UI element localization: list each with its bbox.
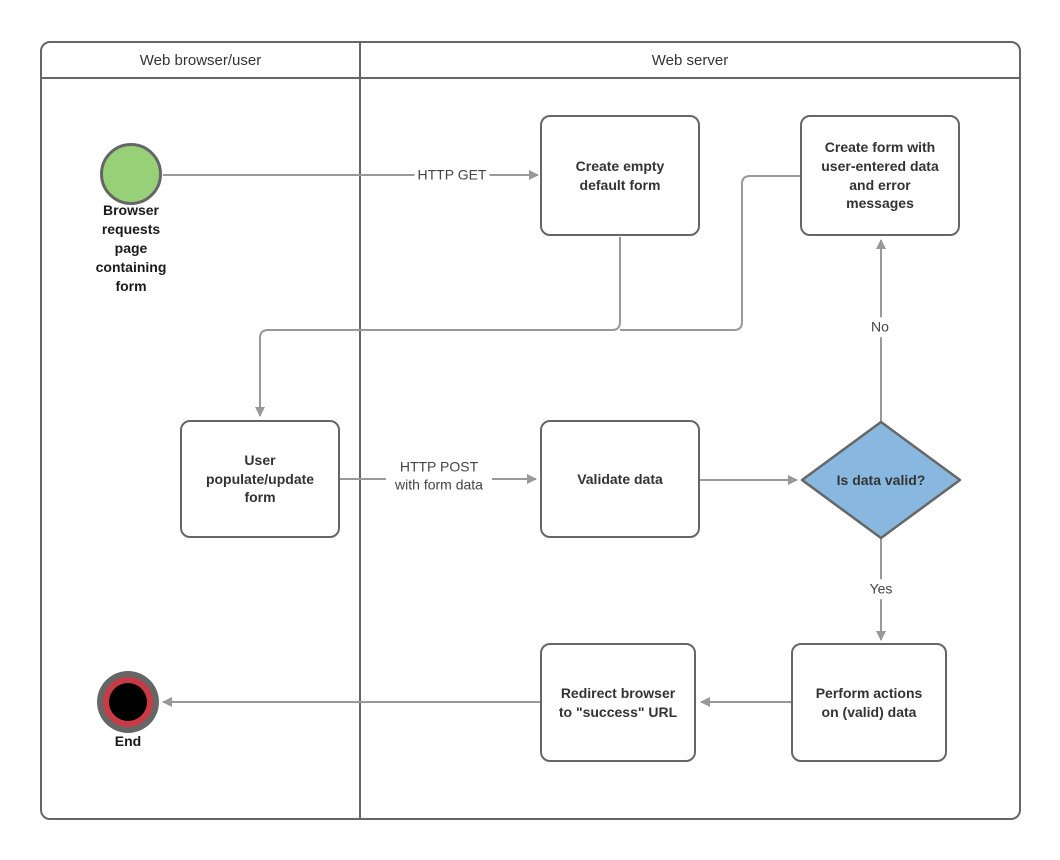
decision-diamond-shape[interactable] <box>800 420 962 540</box>
process-perform-actions[interactable]: Perform actions on (valid) data <box>791 643 947 762</box>
process-create-form-with-errors[interactable]: Create form with user-entered data and e… <box>800 115 960 236</box>
process-user-populate-form[interactable]: User populate/update form <box>180 420 340 538</box>
edge-label-http-get[interactable]: HTTP GET <box>414 165 490 185</box>
edge-label-yes[interactable]: Yes <box>866 579 896 599</box>
process-label: Create empty default form <box>575 157 665 193</box>
process-label: Redirect browser to "success" URL <box>558 684 678 720</box>
process-label: Perform actions on (valid) data <box>815 684 923 720</box>
edge-label-http-post[interactable]: HTTP POST with form data <box>386 457 492 495</box>
decision-node-label[interactable]: Is data valid? <box>836 472 926 488</box>
lane-header-label: Web browser/user <box>139 51 262 69</box>
lane-header-web-browser-user[interactable]: Web browser/user <box>41 42 360 78</box>
edge-label-no[interactable]: No <box>868 317 892 337</box>
start-node-circle[interactable] <box>100 143 162 205</box>
edge-create-empty-to-user-populate[interactable] <box>255 237 621 417</box>
process-redirect-browser[interactable]: Redirect browser to "success" URL <box>540 643 696 762</box>
swimlane-pool-border[interactable] <box>40 41 1021 820</box>
process-label: User populate/update form <box>205 451 315 506</box>
lane-header-web-server[interactable]: Web server <box>360 42 1020 78</box>
start-node-label: Browser requests page containing form <box>95 202 167 294</box>
end-node-red-ring <box>103 677 153 727</box>
process-label: Validate data <box>577 470 663 487</box>
process-label: Create form with user-entered data and e… <box>821 138 939 212</box>
lane-header-label: Web server <box>651 51 729 69</box>
end-node-label: End <box>114 733 142 749</box>
process-validate-data[interactable]: Validate data <box>540 420 700 538</box>
end-node-core <box>109 683 147 721</box>
edge-create-form-errors-to-user-populate[interactable] <box>620 175 800 331</box>
process-create-empty-form[interactable]: Create empty default form <box>540 115 700 236</box>
end-node[interactable] <box>97 671 159 733</box>
